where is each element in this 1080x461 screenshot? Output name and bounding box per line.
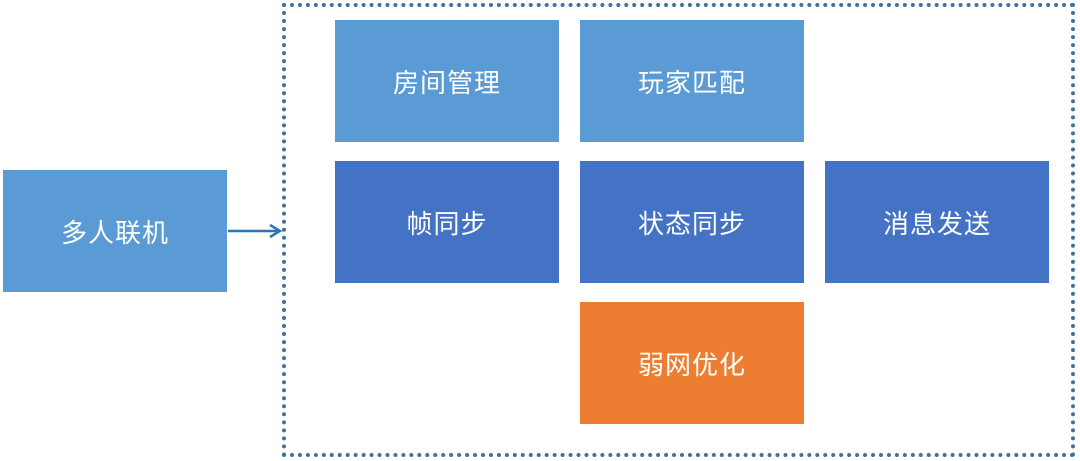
weak-network-optimization-node: 弱网优化 [580, 302, 804, 424]
message-sending-label: 消息发送 [882, 209, 991, 240]
state-sync-label: 状态同步 [637, 209, 746, 240]
room-management-label: 房间管理 [392, 68, 501, 99]
state-sync-node: 状态同步 [580, 161, 804, 283]
multiplayer-label: 多人联机 [60, 218, 169, 249]
feature-group-container [282, 3, 1075, 457]
message-sending-node: 消息发送 [825, 161, 1049, 283]
player-matching-label: 玩家匹配 [637, 68, 746, 99]
weak-network-optimization-label: 弱网优化 [637, 350, 746, 381]
room-management-node: 房间管理 [335, 20, 559, 142]
frame-sync-label: 帧同步 [406, 209, 488, 240]
player-matching-node: 玩家匹配 [580, 20, 804, 142]
multiplayer-node: 多人联机 [3, 170, 227, 292]
frame-sync-node: 帧同步 [335, 161, 559, 283]
